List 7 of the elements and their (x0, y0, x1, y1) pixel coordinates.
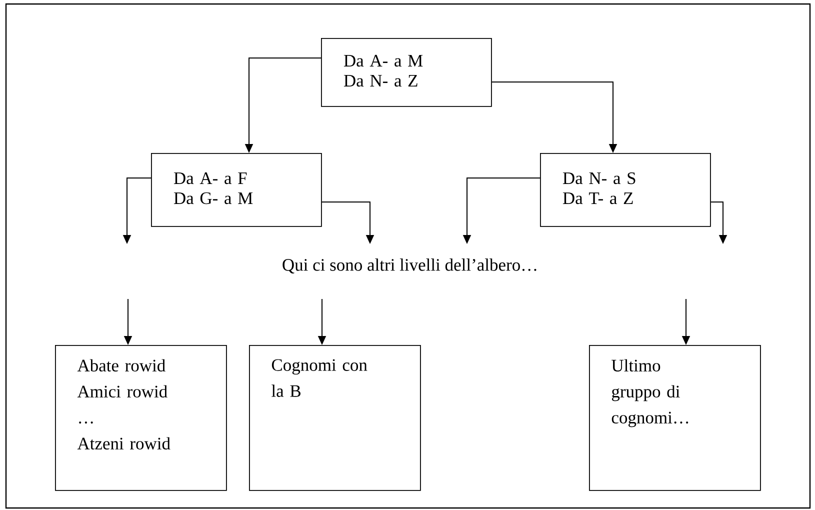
tree-node-box: Da A- a M Da N- a Z (321, 38, 492, 107)
leaf-box: Ultimo gruppo di cognomi… (589, 345, 761, 491)
tree-node-box: Da A- a F Da G- a M (151, 153, 322, 227)
leaf-box: Abate rowid Amici rowid … Atzeni rowid (55, 345, 227, 491)
tree-node-box: Da N- a S Da T- a Z (540, 153, 711, 227)
leaf-box: Cognomi con la B (249, 345, 421, 491)
note-text: Qui ci sono altri livelli dell’albero… (282, 258, 536, 274)
